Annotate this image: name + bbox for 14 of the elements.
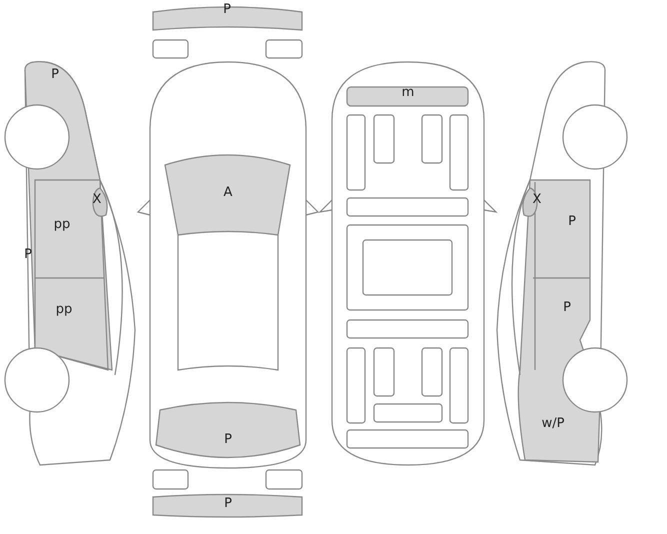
damage-code: P xyxy=(223,3,231,17)
damage-code: P xyxy=(224,497,232,511)
damage-code: pp xyxy=(56,303,72,317)
damage-code: A xyxy=(224,186,232,200)
damage-code: w/P xyxy=(542,417,564,431)
damage-code: X xyxy=(92,193,102,207)
damage-code: P xyxy=(51,68,59,82)
damage-code: X xyxy=(532,193,542,207)
damage-code: m xyxy=(402,86,414,100)
damage-code: P xyxy=(563,301,571,315)
damage-code: P xyxy=(568,215,576,229)
damage-code: P xyxy=(24,248,32,262)
damage-code: P xyxy=(224,433,232,447)
damage-code: pp xyxy=(54,218,70,232)
